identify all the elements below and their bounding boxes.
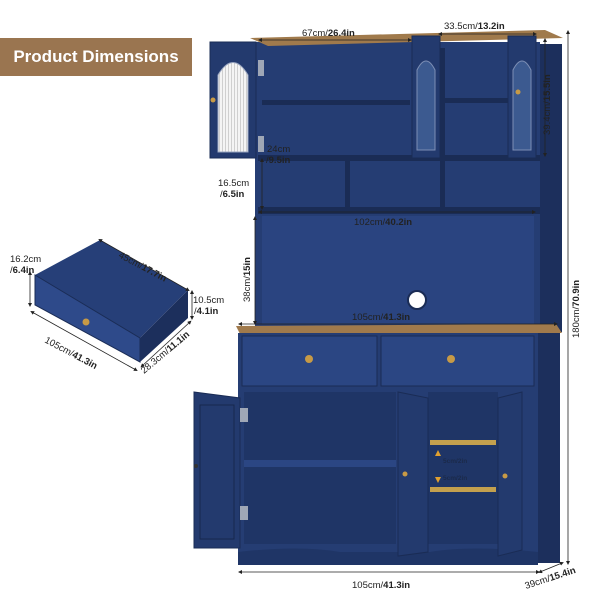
top-cabinet-height-label: 39.4cm/15.5in — [542, 74, 553, 135]
door-hinge — [240, 506, 248, 520]
door-hinge — [258, 136, 264, 152]
cubby-divider — [440, 160, 445, 208]
drawer-width-label: 105cm/41.3in — [43, 335, 100, 372]
open-shelf-height-label: 16.5cm/6.5in — [218, 178, 249, 200]
hutch-shelf — [258, 207, 540, 214]
arrow-down-icon — [435, 477, 441, 483]
adjustable-shelf-highlight — [430, 440, 496, 445]
hutch — [250, 30, 563, 332]
hutch-shelf — [445, 98, 513, 103]
hutch-shelf — [258, 155, 540, 161]
base-interior-left — [244, 392, 396, 544]
base-shelf — [244, 460, 396, 467]
door-knob — [194, 464, 198, 468]
door-knob — [210, 97, 216, 103]
total-height-label: 180cm/70.9in — [571, 280, 582, 338]
hutch-shelf — [262, 100, 410, 105]
door-hinge — [240, 408, 248, 422]
adjustable-shelf-highlight — [430, 487, 496, 492]
middle-height-label: 38cm/15in — [242, 257, 253, 302]
upper-right-door — [507, 35, 537, 159]
cable-hole — [407, 290, 427, 310]
arched-glass-panel — [416, 60, 436, 151]
counter-wood-top — [236, 324, 562, 334]
drawer-height-label: 16.2cm/6.4in — [10, 254, 41, 276]
lower-center-door — [397, 391, 429, 557]
top-depth-label: 24cm/9.5in — [266, 144, 290, 166]
right-drawer — [380, 335, 535, 387]
base-depth-label: 39cm/15.4in — [524, 565, 578, 592]
door-knob — [402, 471, 408, 477]
adjust-step-2-label: 5cm/2in — [443, 475, 467, 482]
product-dimensions-banner: Product Dimensions — [0, 38, 192, 76]
dimension-lines — [28, 30, 570, 574]
adjust-step-1-label: 5cm/2in — [443, 458, 467, 465]
counter-width-label: 105cm/41.3in — [352, 312, 410, 323]
door-hinge — [258, 60, 264, 76]
drawer-knob — [305, 355, 313, 363]
hutch-divider — [440, 48, 445, 156]
arched-glass-panel — [512, 60, 532, 151]
top-right-width-label: 33.5cm/13.2in — [444, 21, 505, 32]
door-knob — [515, 89, 521, 95]
drawer-inner-height-label: 10.5cm/4.1in — [193, 295, 224, 317]
base-cabinet — [238, 333, 560, 565]
base-side — [538, 333, 560, 563]
cubby-divider — [345, 160, 350, 208]
door-knob — [502, 473, 508, 479]
hutch-back-panel — [262, 216, 534, 324]
drawer-knob — [447, 355, 455, 363]
upper-left-door — [209, 41, 257, 159]
base-skirt — [238, 548, 538, 565]
banner-title: Product Dimensions — [13, 47, 179, 66]
middle-width-label: 102cm/40.2in — [354, 217, 412, 228]
top-width-label: 67cm/26.4in — [302, 28, 355, 39]
lower-right-door — [497, 391, 523, 557]
arrow-up-icon — [435, 450, 441, 456]
lower-left-door — [193, 391, 248, 549]
base-interior-right — [428, 392, 498, 544]
drawer-knob — [82, 318, 90, 326]
upper-middle-door — [411, 35, 441, 159]
base-width-label: 105cm/41.3in — [352, 580, 410, 591]
arched-glass-panel — [217, 62, 249, 153]
